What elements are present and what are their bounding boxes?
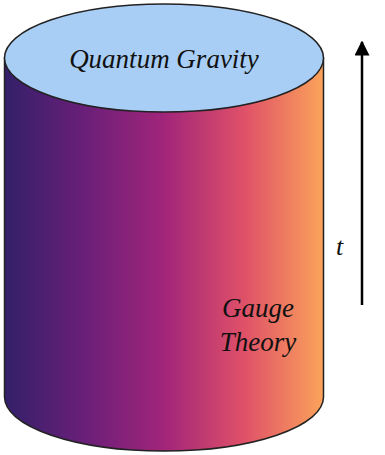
cylinder-top-face xyxy=(5,4,324,112)
node-text: Gauge Theory xyxy=(188,291,328,359)
node-text: Quantum Gravity xyxy=(69,42,259,76)
time-arrow-line xyxy=(361,42,364,305)
cylinder-side xyxy=(5,58,324,451)
axis-label: t xyxy=(336,232,343,262)
cylinder-top: Quantum Gravity xyxy=(3,3,325,115)
